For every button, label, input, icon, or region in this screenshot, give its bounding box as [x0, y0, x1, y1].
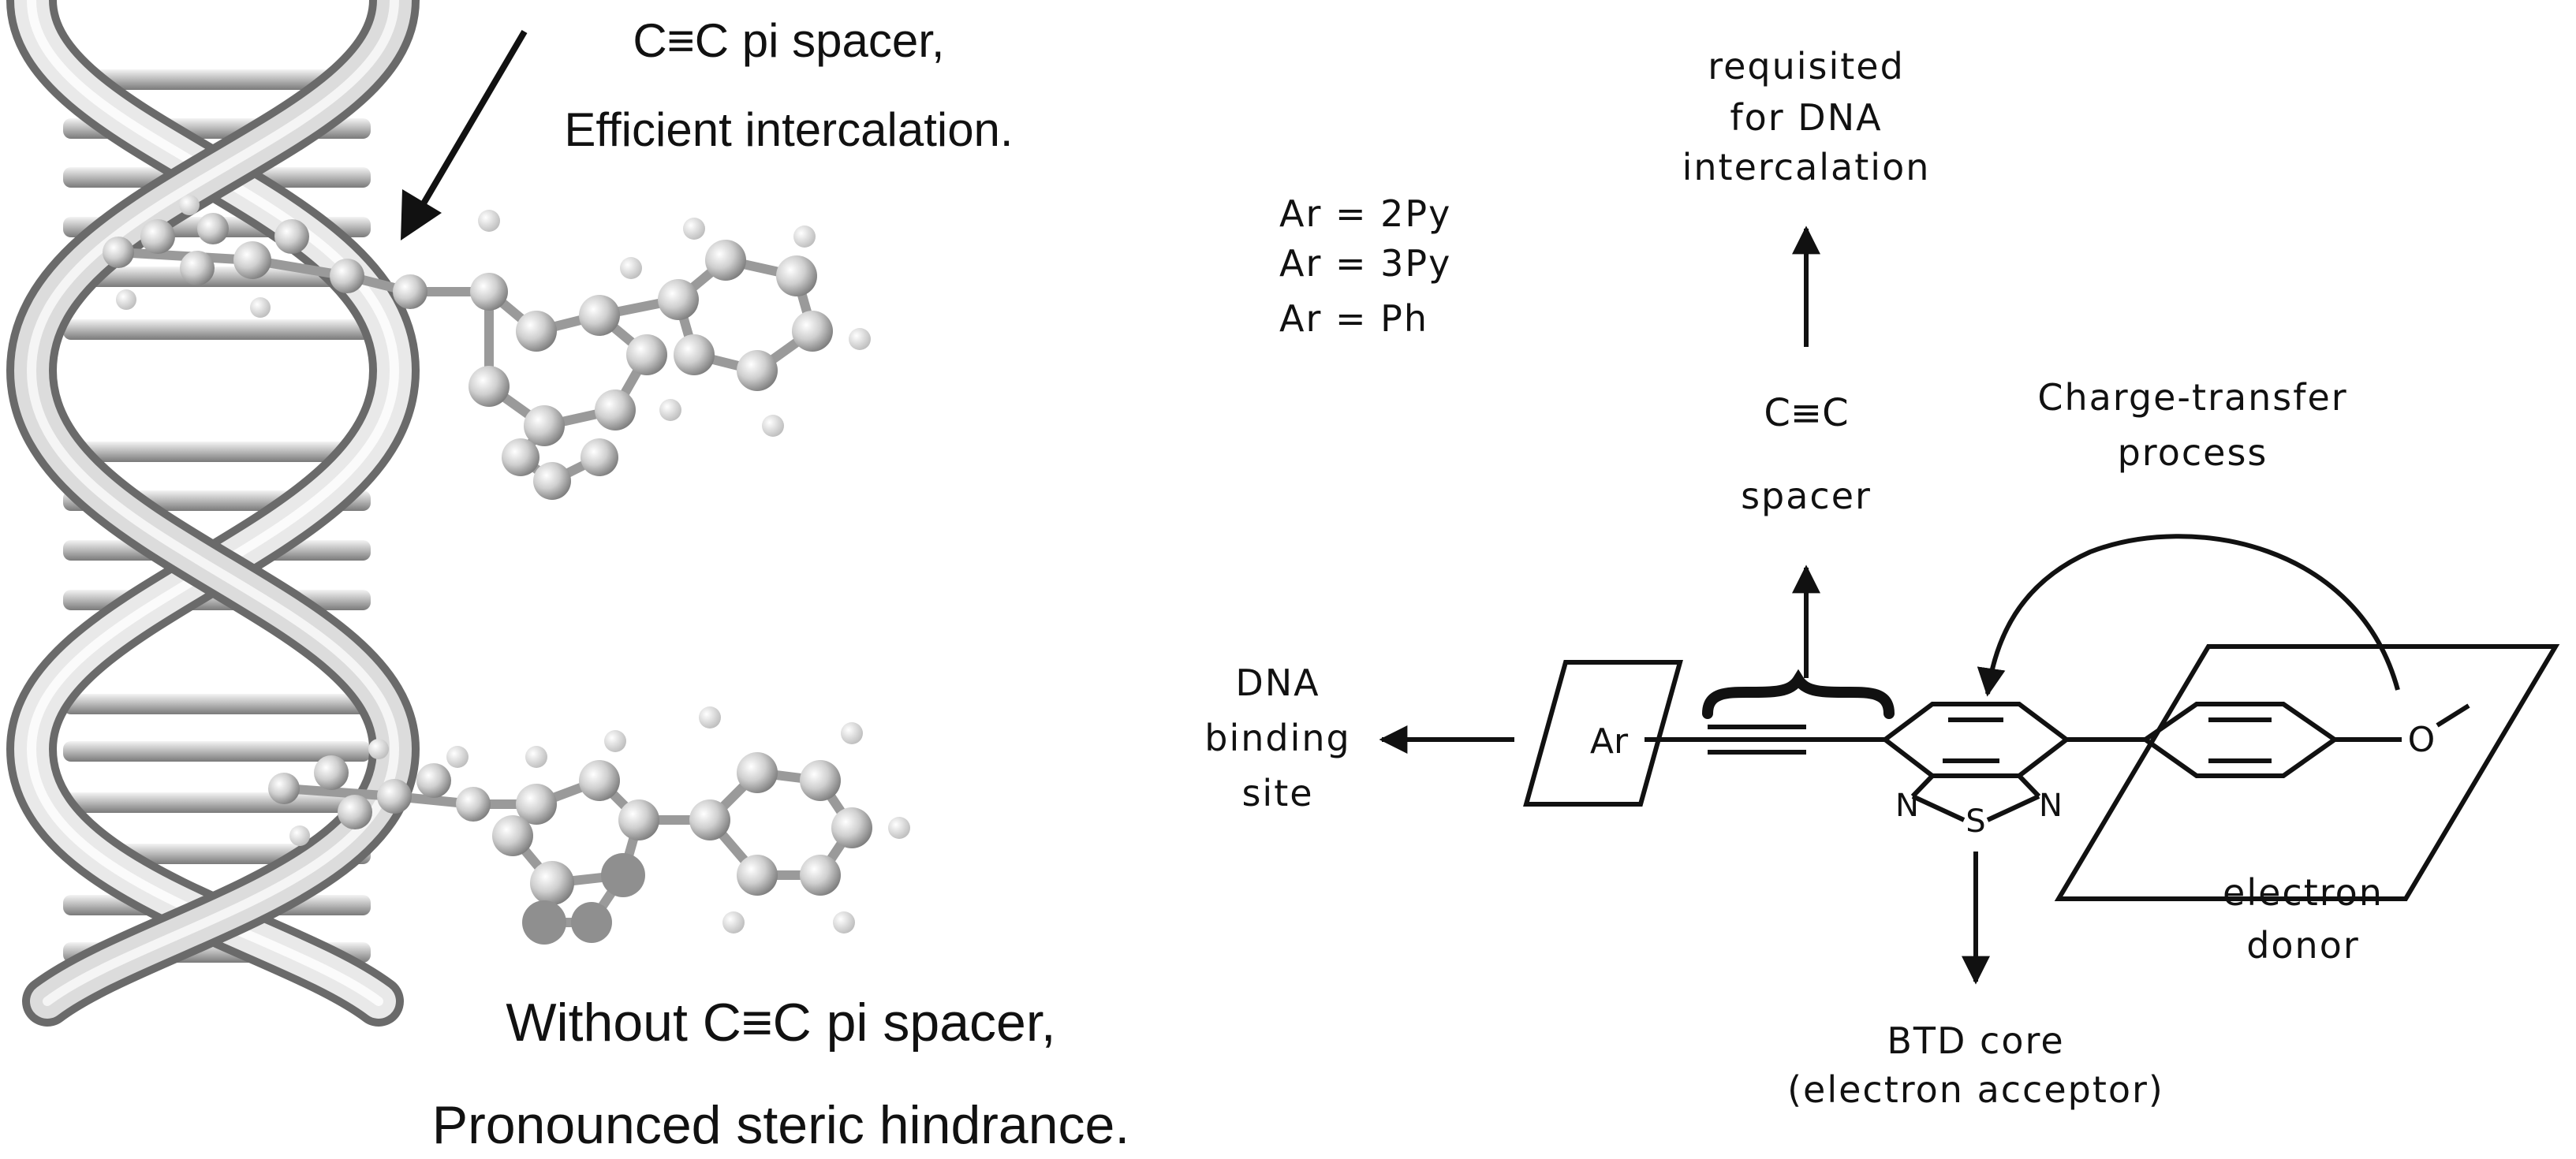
ar-option-3py: Ar = 3Py — [1279, 242, 1451, 285]
molecule-top-ball-stick — [103, 195, 871, 500]
bottom-caption-line-1: Without C≡C pi spacer, — [506, 993, 1055, 1053]
s-atom: S — [1966, 803, 1985, 840]
btd-core — [1881, 702, 2145, 822]
spacer-label: spacer — [1741, 475, 1872, 517]
top-caption-line-2: Efficient intercalation. — [564, 103, 1013, 156]
o-atom: O — [2408, 720, 2436, 760]
top-caption-line-1: C≡C pi spacer, — [633, 14, 944, 67]
dna-helix — [6, 0, 420, 1027]
donor-phenyl-ring — [2141, 702, 2470, 778]
dna-binding-line-3: site — [1241, 772, 1313, 814]
ar-atom-label: Ar — [1590, 721, 1629, 762]
requisite-label-line-3: intercalation — [1682, 146, 1931, 188]
btd-core-line-2: (electron acceptor) — [1787, 1068, 2164, 1111]
bottom-caption-line-2: Pronounced steric hindrance. — [432, 1095, 1130, 1155]
charge-transfer-arrow — [1977, 534, 2400, 697]
intercalation-arrow — [401, 29, 528, 240]
donor-plane — [2054, 644, 2560, 901]
charge-transfer-line-1: Charge-transfer — [2037, 376, 2347, 419]
electron-donor-line-1: electron — [2223, 871, 2384, 914]
n-left-atom: N — [1895, 788, 1919, 824]
spacer-brace — [1702, 669, 1895, 719]
requisite-label-line-1: requisited — [1708, 45, 1905, 88]
dna-binding-line-2: binding — [1204, 717, 1350, 759]
ar-option-2py: Ar = 2Py — [1279, 192, 1451, 235]
alkyne-linker — [1645, 725, 1885, 755]
molecule-bottom-ball-stick — [268, 706, 910, 945]
ar-option-ph: Ar = Ph — [1279, 297, 1428, 340]
electron-donor-line-2: donor — [2246, 924, 2360, 967]
charge-transfer-line-2: process — [2118, 431, 2268, 474]
dna-binding-line-1: DNA — [1235, 661, 1320, 704]
ar-plane — [1523, 660, 1683, 807]
n-right-atom: N — [2039, 788, 2063, 824]
requisite-label-line-2: for DNA — [1730, 96, 1882, 139]
triple-bond-label: C≡C — [1764, 391, 1848, 435]
btd-core-line-1: BTD core — [1887, 1019, 2064, 1062]
